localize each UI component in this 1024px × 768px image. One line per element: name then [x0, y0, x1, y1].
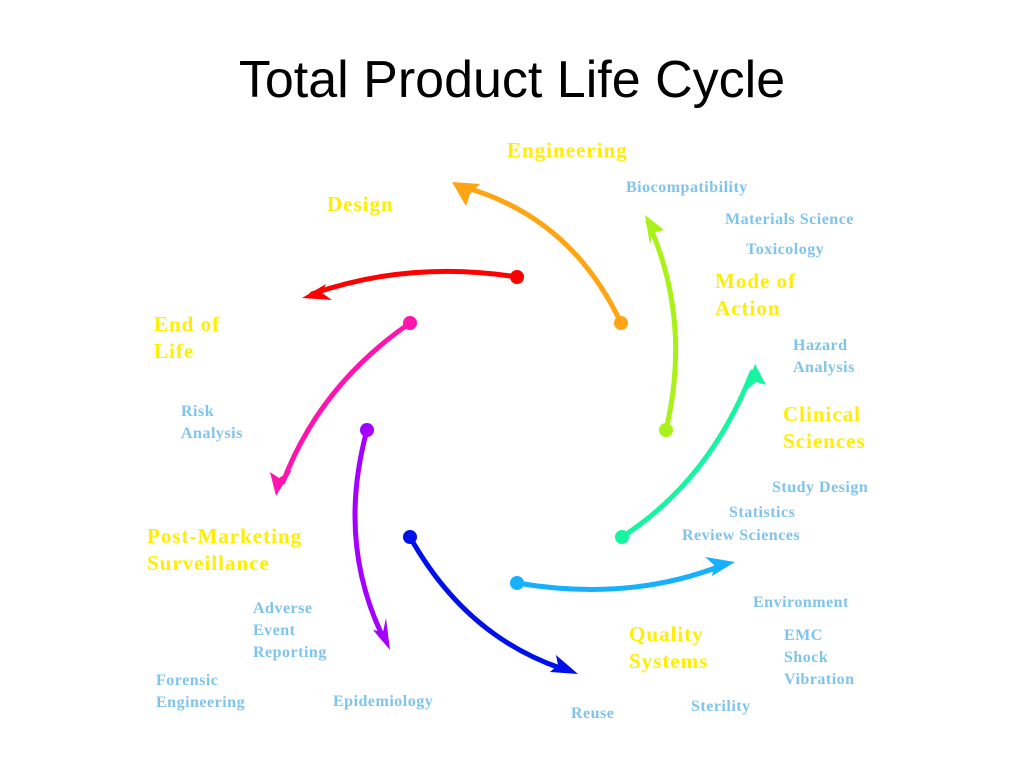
- topic-label-sterility: Sterility: [691, 698, 751, 715]
- topic-label-epidemiology: Epidemiology: [333, 693, 434, 710]
- topic-label-hazard-analysis: Hazard Analysis: [793, 337, 855, 376]
- topic-label-reuse: Reuse: [571, 705, 615, 722]
- topic-label-study-design: Study Design: [772, 479, 869, 496]
- stage-label-end-of-life: End of Life: [154, 312, 221, 363]
- arrow-reuse: [403, 530, 578, 674]
- topic-label-environment: Environment: [753, 594, 849, 611]
- topic-label-forensic-engineering: Forensic Engineering: [156, 672, 246, 711]
- arrow-post-marketing: [352, 423, 390, 650]
- arrow-clinical-sciences: [615, 364, 766, 544]
- stage-label-clinical-sciences: Clinical Sciences: [783, 402, 866, 453]
- topic-label-materials-science: Materials Science: [725, 211, 854, 228]
- slide-title: Total Product Life Cycle: [238, 51, 786, 109]
- arrow-engineering: [452, 182, 628, 330]
- arrow-mode-of-action: [645, 215, 679, 437]
- topic-label-emc-shock-vibration: EMC Shock Vibration: [784, 627, 855, 688]
- stage-label-post-marketing: Post-Marketing Surveillance: [147, 524, 303, 575]
- topic-label-biocompatibility: Biocompatibility: [626, 179, 748, 196]
- stage-label-engineering: Engineering: [507, 138, 628, 162]
- arrow-end-of-life: [270, 316, 417, 496]
- arrow-design: [302, 268, 524, 300]
- topic-label-statistics: Statistics: [729, 504, 796, 521]
- topic-label-adverse-event-reporting: Adverse Event Reporting: [253, 600, 327, 661]
- stage-label-design: Design: [327, 192, 394, 216]
- topic-label-toxicology: Toxicology: [746, 241, 825, 258]
- topic-label-risk-analysis: Risk Analysis: [181, 403, 243, 442]
- topic-label-review-sciences: Review Sciences: [682, 527, 801, 544]
- arrow-quality-systems: [510, 557, 735, 592]
- stage-label-quality-systems: Quality Systems: [629, 622, 709, 673]
- stage-label-mode-of-action: Mode of Action: [715, 269, 797, 320]
